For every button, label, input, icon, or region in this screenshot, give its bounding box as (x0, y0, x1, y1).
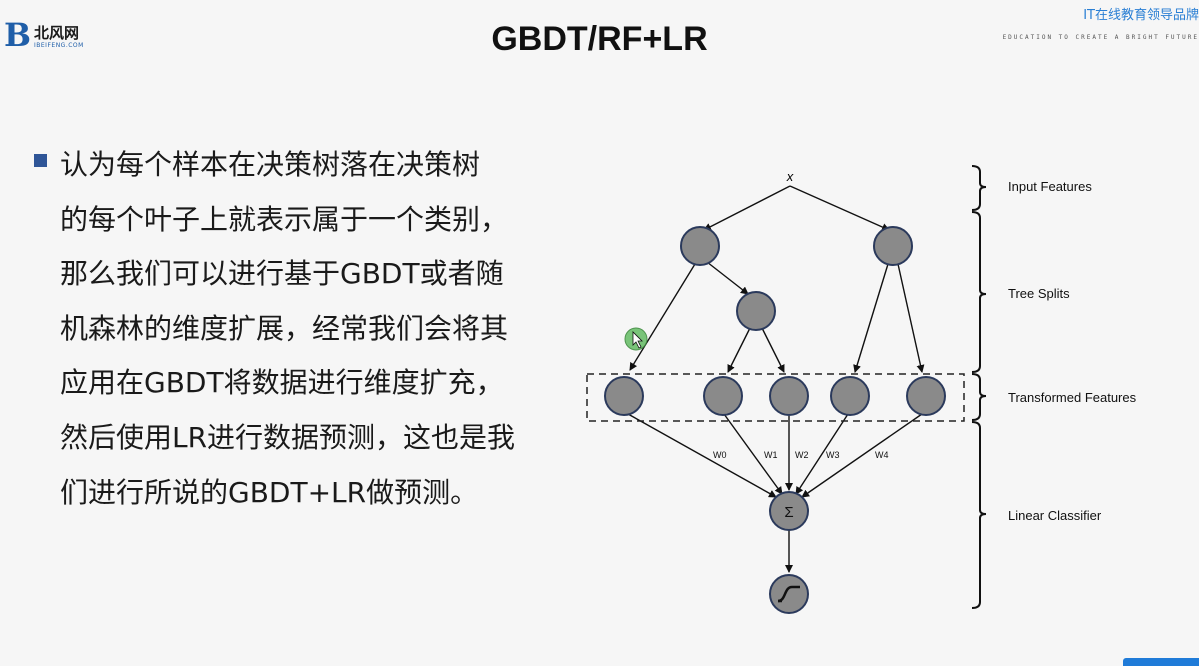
brace-transformed (971, 373, 987, 421)
slide-title: GBDT/RF+LR (491, 20, 708, 58)
tree-node (873, 226, 913, 266)
tree-nodes (604, 226, 946, 614)
logo-mark: B (4, 16, 32, 54)
bullet-line: 的每个叶子上就表示属于一个类别， (60, 202, 509, 236)
label-transformed-features: Transformed Features (1008, 390, 1137, 405)
leaf-node (604, 376, 644, 416)
cursor-icon (632, 331, 643, 349)
bullet-line: 应用在GBDT将数据进行维度扩充， (60, 366, 504, 400)
bullet-line: 那么我们可以进行基于GBDT或者随 (60, 257, 504, 291)
edge (723, 413, 783, 495)
edge (761, 327, 785, 373)
header-brand: IT在线教育领导品牌 EDUCATION TO CREATE A BRIGHT … (1003, 4, 1199, 44)
edge (727, 327, 751, 373)
leaf-node (703, 376, 743, 416)
weight-label: W4 (875, 450, 889, 460)
brand-subtitle: EDUCATION TO CREATE A BRIGHT FUTURE (1002, 34, 1199, 41)
weight-label: W1 (764, 450, 778, 460)
weight-label: W3 (826, 450, 840, 460)
transformed-features-box (586, 373, 965, 422)
edge (706, 261, 749, 295)
brand-slogan: IT在线教育领导品牌 (1083, 8, 1199, 23)
bullet-line: 们进行所说的GBDT+LR做预测。 (60, 475, 479, 509)
edge (629, 263, 696, 371)
label-linear-classifier: Linear Classifier (1008, 508, 1102, 523)
edge (897, 263, 925, 373)
edge (627, 413, 777, 498)
bullet-marker (34, 154, 47, 167)
edge (801, 413, 923, 498)
brace-input (971, 165, 987, 211)
edge (703, 185, 791, 231)
brace-tree (971, 211, 987, 373)
leaf-node (906, 376, 946, 416)
bullet-line: 机森林的维度扩展，经常我们会将其 (60, 311, 509, 345)
gbdt-lr-diagram: x Σ W0 W1 W2 (586, 165, 1137, 614)
corner-accent (1123, 658, 1199, 666)
logo: B 北风网 IBEIFENG.COM (4, 18, 100, 52)
sum-symbol: Σ (784, 504, 793, 521)
label-input-features: Input Features (1008, 179, 1092, 194)
weight-labels: W0 W1 W2 W3 W4 (713, 450, 889, 460)
tree-node (680, 226, 720, 266)
bullet-paragraph: 认为每个样本在决策树落在决策树 的每个叶子上就表示属于一个类别， 那么我们可以进… (60, 138, 590, 520)
leaf-node (769, 376, 809, 416)
brace-linear (971, 421, 987, 609)
leaf-node (830, 376, 870, 416)
tree-edges (627, 185, 925, 573)
input-x-label: x (786, 169, 794, 184)
edge (795, 413, 849, 495)
section-labels: Input Features Tree Splits Transformed F… (1008, 179, 1137, 523)
weight-label: W2 (795, 450, 809, 460)
weight-label: W0 (713, 450, 727, 460)
section-braces (971, 165, 987, 609)
logo-domain: IBEIFENG.COM (34, 42, 84, 49)
tree-node (736, 291, 776, 331)
sum-node (769, 491, 809, 531)
label-tree-splits: Tree Splits (1008, 286, 1070, 301)
edge (789, 185, 890, 231)
edge (853, 263, 889, 373)
bullet-line: 认为每个样本在决策树落在决策树 (60, 148, 481, 181)
logo-name: 北风网 (34, 24, 80, 42)
sigmoid-node (769, 574, 809, 614)
bullet-line: 然后使用LR进行数据预测，这也是我 (60, 420, 516, 454)
